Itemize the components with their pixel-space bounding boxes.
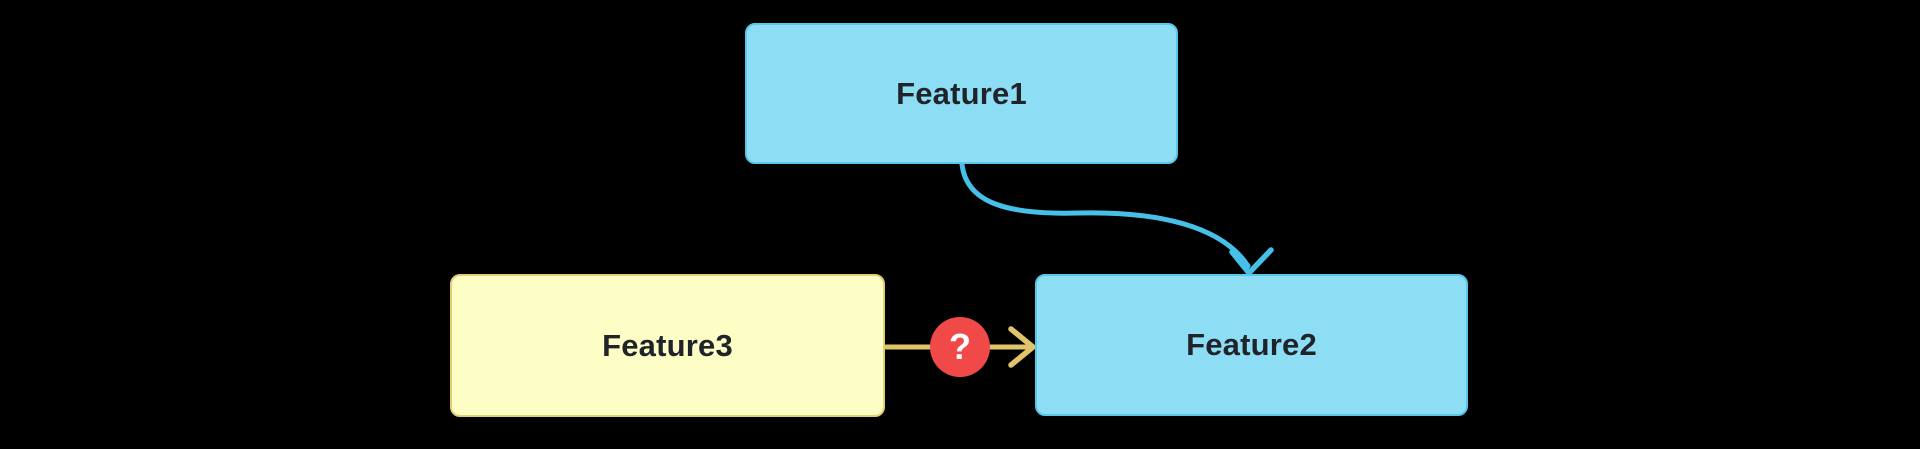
node-feature2-label: Feature2 xyxy=(1186,327,1317,362)
edge-question-badge-label: ? xyxy=(949,326,971,367)
edge-feature1-to-feature2-arrowhead-icon xyxy=(1229,247,1274,276)
edge-feature1-to-feature2[interactable] xyxy=(959,161,1251,269)
edge-question-badge[interactable]: ? xyxy=(930,317,990,377)
node-feature3-label: Feature3 xyxy=(602,327,733,363)
node-feature1-label: Feature1 xyxy=(896,75,1027,111)
edge-feature3-to-feature2-arrowhead-icon xyxy=(1008,326,1036,368)
node-feature1[interactable]: Feature1 xyxy=(745,23,1178,164)
node-feature3[interactable]: Feature3 xyxy=(450,274,885,417)
node-feature2[interactable]: Feature2 xyxy=(1035,274,1468,416)
